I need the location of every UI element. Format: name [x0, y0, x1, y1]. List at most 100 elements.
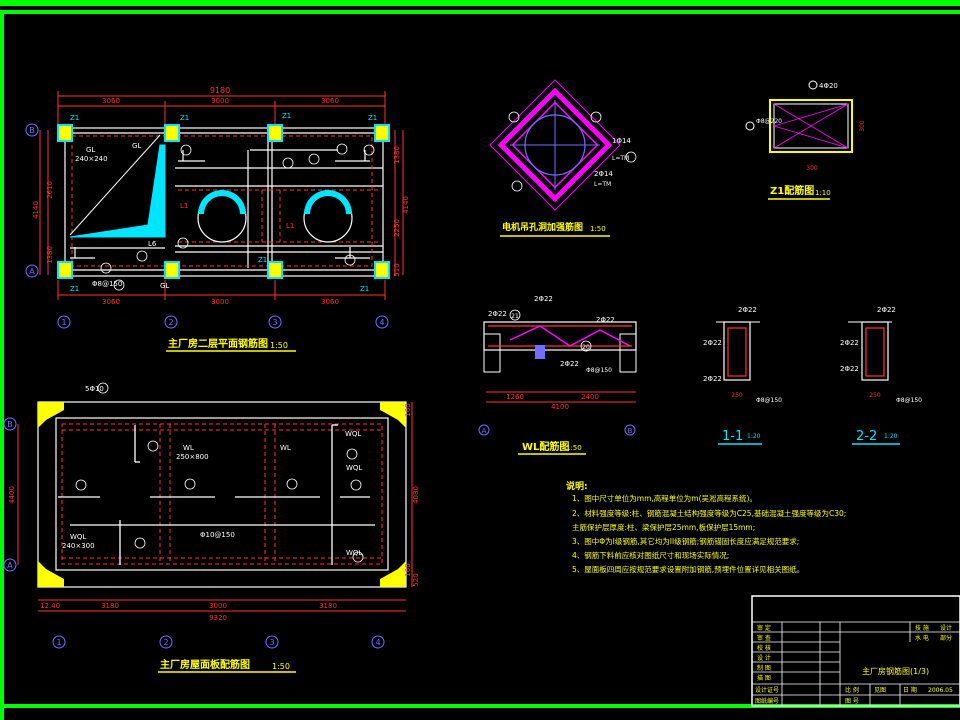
sec22-bar-1: 2Φ22 — [877, 306, 896, 314]
tb-date-label: 日 期 — [903, 686, 917, 694]
sec22-title: 2-2 — [856, 429, 877, 444]
plan1-gl-size: 240×240 — [75, 155, 108, 163]
tb-part-2: 部分 — [940, 634, 952, 642]
note-2: 2、材料强度等级:柱、钢筋混凝土结构强度等级为C25,基础混凝土强度等级为C30… — [572, 508, 846, 518]
plan1-left-dim-3: 1380 — [46, 246, 54, 264]
plan1-diagonal — [69, 134, 161, 236]
plan2-axis-a: A — [7, 561, 13, 570]
plan1-gl-label: GL — [86, 146, 95, 154]
callout-4a — [180, 144, 192, 156]
wl-axis-a: A — [482, 427, 487, 435]
hole-reinforcement-detail: 1Φ14 L=TM 2Φ14 L=TM 电机吊孔洞加强筋图 1:50 — [489, 79, 637, 237]
z1-dim-w: 300 — [806, 165, 818, 172]
wl-beam-detail: 1260 2400 4100 2Φ22 2Φ22 2Φ22 2Φ22 Φ8@15… — [478, 295, 637, 455]
plan1-top-dim-lines — [39, 91, 404, 300]
plan1-axis-2: 2 — [168, 318, 173, 327]
wl-bar-3: 2Φ22 — [596, 316, 615, 324]
plan1-z1-label-7: Z1 — [360, 285, 369, 293]
plan1-scale: 1:50 — [270, 341, 288, 350]
plan1-top-rebar-marks — [70, 150, 370, 259]
plan2-axis-b: B — [7, 420, 13, 429]
plan1-columns — [57, 124, 390, 279]
callout-4c — [344, 254, 356, 266]
z1-scale: 1:10 — [815, 189, 831, 197]
plan1-z1-label-5: Z1 — [70, 285, 79, 293]
plan2-wql-label-3: WQL — [346, 549, 362, 557]
sec22-stirrup: Φ8@150 — [896, 397, 922, 404]
tb-row-1: 审 定 — [757, 624, 771, 632]
plan2-dim-total: 9320 — [209, 614, 227, 622]
sec11-scale: 1:20 — [747, 433, 761, 440]
plan2-beam-lines — [61, 423, 383, 565]
plan1-seg-dim-2: 3000 — [211, 97, 229, 105]
tb-drawing-title: 主厂房钢筋图(1/3) — [862, 666, 929, 676]
plan1-right-dim-3: 2250 — [393, 219, 401, 237]
callout-4b — [363, 144, 375, 156]
plan1-l1-label-2: L1 — [286, 222, 294, 230]
plan2-wql-label-1: WQL — [345, 430, 361, 438]
plan1-axis-1: 1 — [61, 318, 66, 327]
z1-column-section: 4Φ20 Φ8@220 300 300 Z1配筋图 1:10 — [745, 80, 866, 200]
callout-7b — [177, 237, 189, 249]
plan1-callouts — [100, 143, 375, 291]
plan1-gl-label-2: GL — [132, 142, 141, 150]
plan2-wql-label-2: WQL — [346, 464, 362, 472]
plan2-right-dim-3: 160 — [404, 563, 412, 576]
plan2-right-dim-4: 520 — [412, 573, 420, 586]
plan2-roof-slab-rebar-plan: 5Φ10 WL 250×800 WL WQL WQL WQL WQL 240×3… — [3, 382, 420, 673]
plan2-wl-size: 250×800 — [176, 453, 209, 461]
plan2-dim-seg-1: 3180 — [101, 602, 119, 610]
plan2-dim-edge: 12.40 — [40, 602, 60, 610]
z1-top-bar: 4Φ20 — [819, 82, 838, 90]
plan2-wql-label-4: WQL — [70, 533, 86, 541]
sec22-bar-3: 2Φ22 — [840, 365, 859, 373]
z1-dim-h: 300 — [859, 120, 866, 132]
column-z1-b4 — [374, 124, 390, 142]
plan2-left-dim: 4400 — [8, 486, 16, 504]
section-2-2: 2Φ22 2Φ22 2Φ22 Φ8@150 250 2-2 1:20 — [840, 306, 922, 445]
tb-scale-value: 见图 — [874, 687, 886, 694]
wl-callout-20: 20 — [582, 344, 590, 351]
hole-callouts — [508, 111, 637, 192]
column-z1-b1 — [57, 124, 73, 142]
title-block: 审 定 审 查 校 核 设 计 制 图 描 图 设计证号 图纸编号 技 施 设计… — [751, 595, 960, 707]
wl-dim-2: 2400 — [581, 393, 599, 401]
callout-8 — [282, 157, 294, 169]
tb-row-7: 设计证号 — [755, 686, 779, 694]
wl-bar-1: 2Φ22 — [488, 310, 507, 318]
plan1-axis-bubbles — [25, 123, 389, 329]
plan1-seg-dim-3: 3060 — [321, 97, 339, 105]
hole-bar-1: 1Φ14 — [612, 137, 631, 145]
plan1-z1-label-1: Z1 — [70, 114, 79, 122]
motor-hole-left-fill — [198, 190, 246, 214]
title-block-grid — [752, 621, 960, 706]
tb-row-8: 图纸编号 — [755, 697, 779, 705]
callout-6 — [100, 262, 112, 274]
column-z1-a2 — [164, 261, 180, 279]
tb-date-value: 2006.05 — [928, 687, 953, 694]
column-z1-b2 — [164, 124, 180, 142]
hole-bar-2-len: L=TM — [594, 181, 611, 188]
plan1-title: 主厂房二层平面钢筋图 — [168, 337, 268, 350]
plan2-top-bars — [58, 424, 375, 565]
tb-row-4: 设 计 — [757, 654, 771, 662]
wl-axis-b: B — [628, 427, 633, 435]
plan2-corner-bars — [38, 402, 406, 587]
tb-dwgno-label: 图 号 — [845, 698, 859, 705]
tb-row-5: 制 图 — [757, 664, 771, 672]
sec11-bar-1: 2Φ22 — [738, 306, 757, 314]
tb-phase: 技 施 — [915, 624, 929, 632]
plan1-z1-label-6: Z1 — [258, 256, 267, 264]
plan1-z1-label-4: Z1 — [368, 114, 377, 122]
note-1: 1、图中尺寸单位为mm,高程单位为m(吴淞高程系统)。 — [572, 493, 757, 503]
plan2-axis-2: 2 — [163, 638, 168, 647]
plan2-dim-seg-2: 3000 — [209, 602, 227, 610]
hole-bar-1-len: L=TM — [612, 155, 629, 162]
plan1-axis-4: 4 — [379, 318, 384, 327]
note-4: 4、钢筋下料前应核对图纸尺寸和现场实际情况; — [572, 550, 729, 560]
plan1-total-width: 9180 — [210, 86, 230, 95]
plan1-bottom-dim-3: 3060 — [321, 298, 339, 306]
plan2-outline — [37, 401, 407, 588]
plan2-bars-mid: Φ10@150 — [200, 531, 235, 539]
